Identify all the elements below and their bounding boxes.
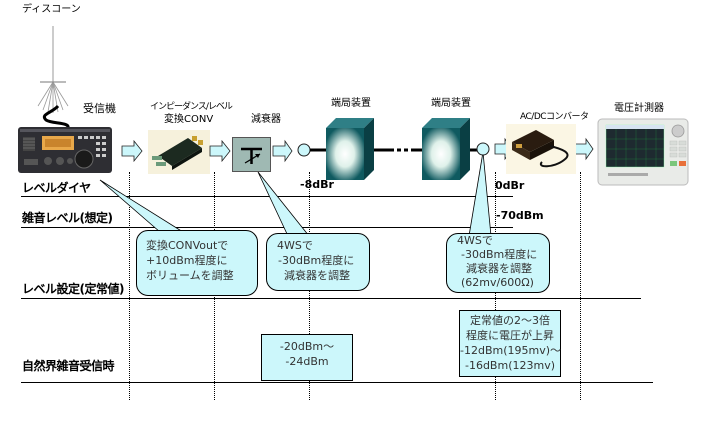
terminal-1-icon	[326, 118, 374, 180]
callout-2-line-1: 4WSで	[277, 239, 313, 252]
node-send	[297, 143, 311, 157]
attenuator-label: 減衰器	[251, 114, 281, 125]
callout-1-line-2: +10dBm程度に	[146, 254, 228, 267]
row-line-3	[21, 298, 641, 299]
level-minus-8dbr: -8dBr	[300, 178, 334, 191]
voltmeter-icon	[597, 118, 689, 186]
row-line-1	[21, 196, 513, 197]
impedance-converter-icon	[148, 130, 210, 174]
converter-label-2: 変換CONV	[164, 114, 214, 125]
callout-2-line-3: 減衰器を調整	[284, 269, 350, 282]
callout-2	[266, 233, 370, 291]
row-label-level-diagram: レベルダイヤ	[22, 181, 91, 195]
value-box-2-line-3: -12dBm(195mv)〜	[460, 344, 562, 357]
discone-antenna-icon	[37, 26, 70, 129]
antenna-label: ディスコーン	[22, 4, 81, 15]
callout-3	[446, 233, 550, 293]
callout-2-line-2: -30dBm程度に	[278, 254, 355, 267]
callout-1-line-3: ボリュームを調整	[146, 269, 234, 282]
level-0dbr: 0dBr	[495, 179, 525, 192]
arrow-converter-to-attenuator	[209, 139, 231, 163]
column-divider-5	[580, 172, 581, 400]
value-box-2-line-2: 程度に電圧が上昇	[466, 329, 554, 342]
callout-3-line-1: 4WSで	[457, 234, 493, 247]
terminal-2-label: 端局装置	[431, 98, 471, 109]
callout-3-line-4: (62mv/600Ω)	[461, 276, 534, 289]
row-line-4	[21, 382, 653, 383]
arrow-acdc-to-voltmeter	[572, 137, 594, 161]
terminal-1-label: 端局装置	[331, 98, 371, 109]
callout-1-line-1: 変換CONVoutで	[146, 239, 229, 252]
acdc-converter-label: AC/DCコンバータ	[520, 112, 589, 122]
level-minus-70dbm: -70dBm	[496, 209, 544, 222]
row-label-level-setting: レベル設定(定常値)	[22, 282, 124, 296]
row-line-2	[21, 227, 513, 228]
attenuator-icon	[232, 137, 271, 172]
arrow-receiver-to-converter	[121, 139, 143, 163]
callout-3-line-3: 減衰器を調整	[466, 262, 532, 275]
callout-1	[136, 230, 258, 296]
value-box-2-line-1: 定常値の2〜3倍	[470, 314, 550, 327]
terminal-2-icon	[422, 118, 470, 180]
row-label-natural-noise: 自然界雑音受信時	[22, 359, 115, 373]
value-box-natural-noise-output: 定常値の2〜3倍 程度に電圧が上昇 -12dBm(195mv)〜 -16dBm(…	[459, 310, 561, 377]
callout-3-line-2: -30dBm程度に	[461, 248, 538, 261]
row-label-noise-level: 雑音レベル(想定)	[22, 211, 113, 225]
acdc-converter-icon	[506, 124, 576, 174]
value-box-1-line-1: -20dBm〜	[279, 340, 335, 353]
voltmeter-label: 電圧計測器	[614, 103, 664, 114]
value-box-natural-noise-attenuator: -20dBm〜 -24dBm	[261, 334, 353, 381]
receiver-icon	[18, 127, 112, 173]
receiver-label: 受信機	[83, 102, 116, 115]
column-divider-1	[129, 172, 130, 400]
arrow-attenuator-to-line	[272, 139, 293, 163]
value-box-2-line-4: -16dBm(123mv)	[464, 359, 555, 372]
value-box-1-line-2: -24dBm	[285, 355, 329, 368]
node-receive	[476, 142, 490, 156]
converter-label-1: インピーダンス/レベル	[150, 102, 233, 112]
